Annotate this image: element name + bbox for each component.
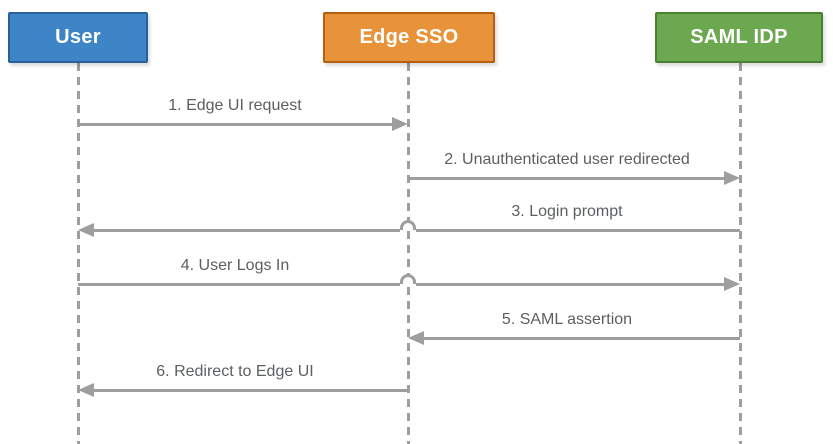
message-6-line <box>94 388 408 392</box>
message-3-arrowhead-left-icon <box>78 223 94 237</box>
actor-box-saml-idp: SAML IDP <box>655 12 823 63</box>
message-1-line <box>78 122 394 126</box>
message-2-arrowhead-right-icon <box>724 171 740 185</box>
message-6-arrowhead-left-icon <box>78 383 94 397</box>
lifeline-saml-idp <box>738 63 742 444</box>
actor-label-user: User <box>55 26 101 48</box>
message-3-lifeline-hop <box>400 220 416 230</box>
message-4-arrowhead-right-icon <box>724 277 740 291</box>
message-4-line-left <box>78 282 400 286</box>
message-2-line <box>408 176 726 180</box>
message-3-label: 3. Login prompt <box>511 203 623 220</box>
message-6-label: 6. Redirect to Edge UI <box>156 363 314 380</box>
actor-label-edge-sso: Edge SSO <box>359 26 459 48</box>
message-3-line-left <box>94 228 400 232</box>
actor-box-user: User <box>8 12 148 63</box>
message-1-label: 1. Edge UI request <box>168 97 302 114</box>
actor-label-saml-idp: SAML IDP <box>690 26 788 48</box>
message-4-line-right <box>416 282 726 286</box>
message-5-arrowhead-left-icon <box>408 331 424 345</box>
message-5-label: 5. SAML assertion <box>501 311 633 328</box>
message-4-label: 4. User Logs In <box>180 257 290 274</box>
lifeline-edge-sso <box>406 63 410 444</box>
message-1-arrowhead-right-icon <box>392 117 408 131</box>
lifeline-user <box>76 63 80 444</box>
message-5-line <box>424 336 740 340</box>
actor-box-edge-sso: Edge SSO <box>323 12 495 63</box>
message-3-line-right <box>416 228 740 232</box>
message-4-lifeline-hop <box>400 274 416 284</box>
message-2-label: 2. Unauthenticated user redirected <box>444 151 690 168</box>
